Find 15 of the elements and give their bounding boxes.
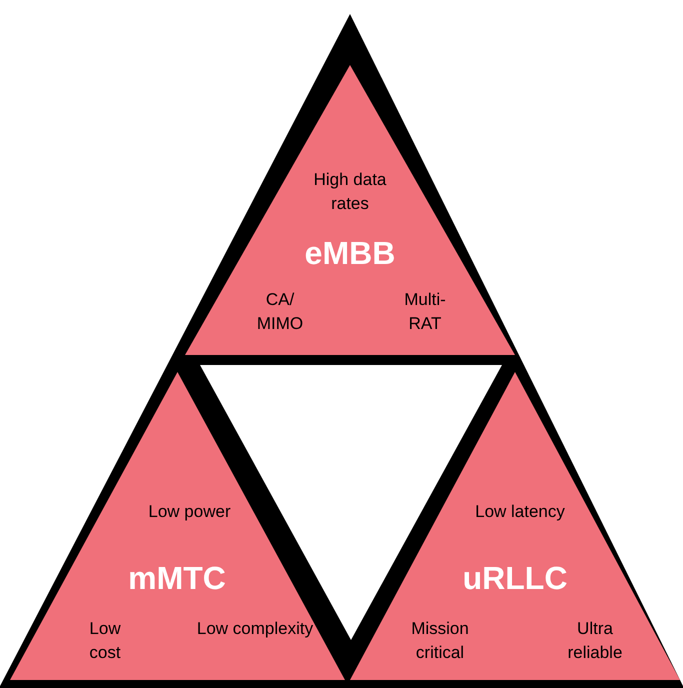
feature-label: CA/ MIMO <box>256 289 304 335</box>
feature-label: High data rates <box>312 169 388 215</box>
feature-label: Low complexity <box>196 618 314 640</box>
feature-label: Low latency <box>474 501 566 523</box>
feature-label: Mission critical <box>410 618 470 664</box>
segment-triangle <box>350 372 680 680</box>
category-title: eMBB <box>304 234 396 273</box>
feature-label: Low cost <box>88 618 122 664</box>
category-title: mMTC <box>127 559 227 598</box>
feature-label: Multi-RAT <box>403 289 447 335</box>
segment-triangle <box>10 372 345 680</box>
segment-triangle <box>185 65 515 355</box>
category-title: uRLLC <box>462 559 568 598</box>
feature-label: Ultra reliable <box>566 618 624 664</box>
feature-label: Low power <box>147 501 232 523</box>
